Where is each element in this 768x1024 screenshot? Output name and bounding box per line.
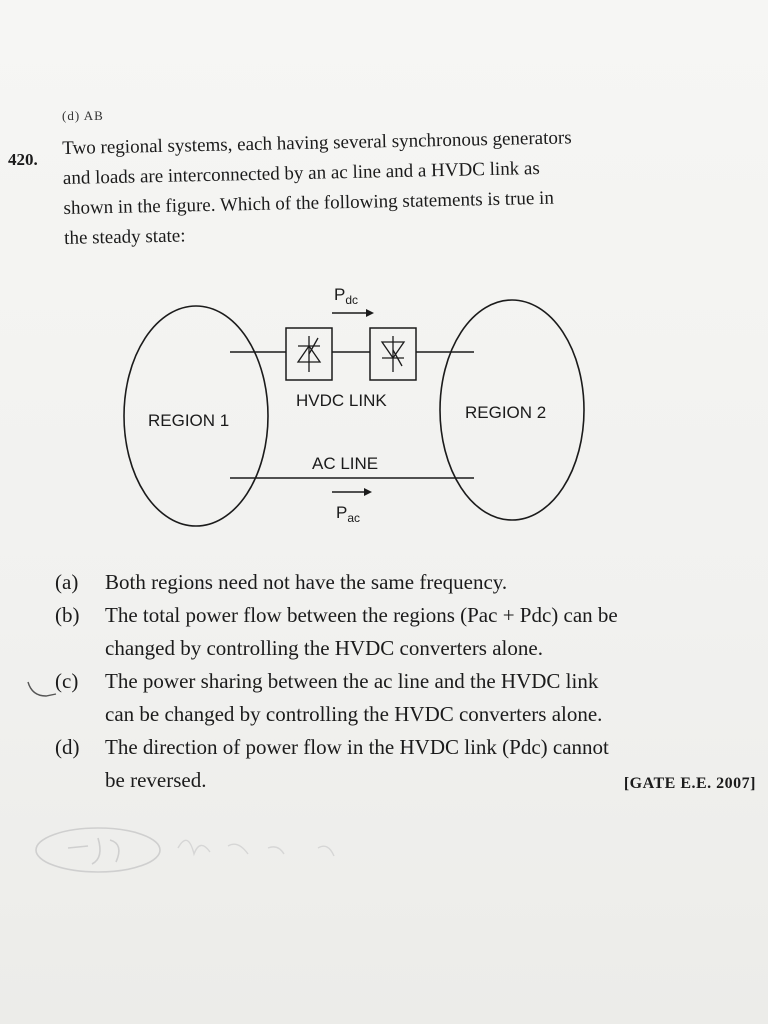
option-letter: (a) bbox=[55, 570, 79, 594]
region1-label: REGION 1 bbox=[148, 411, 229, 430]
pac-label: Pac bbox=[336, 503, 360, 525]
option-line: be reversed. bbox=[105, 768, 207, 792]
question-number: 420. bbox=[8, 150, 38, 169]
region2-ellipse bbox=[439, 299, 585, 521]
pencil-check-icon bbox=[27, 681, 57, 697]
option-line: can be changed by controlling the HVDC c… bbox=[105, 702, 603, 726]
option-letter: (c) bbox=[55, 669, 79, 693]
option-line: changed by controlling the HVDC converte… bbox=[105, 636, 543, 660]
thyristor-icon bbox=[380, 336, 406, 372]
region1-ellipse bbox=[123, 305, 269, 527]
source-citation: [GATE E.E. 2007] bbox=[623, 775, 756, 792]
pac-arrowhead bbox=[364, 488, 372, 496]
pdc-label: Pdc bbox=[334, 285, 358, 307]
option-letter: (b) bbox=[55, 603, 80, 627]
option-d: (d) The direction of power flow in the H… bbox=[55, 731, 760, 797]
option-line: The power sharing between the ac line an… bbox=[105, 669, 599, 693]
rectifier-box bbox=[285, 327, 333, 381]
option-line: The direction of power flow in the HVDC … bbox=[105, 735, 609, 759]
ac-line-label: AC LINE bbox=[312, 454, 378, 473]
thyristor-icon bbox=[296, 336, 322, 372]
option-line: The total power flow between the regions… bbox=[105, 603, 618, 627]
option-a: (a) Both regions need not have the same … bbox=[55, 566, 760, 599]
pdc-arrowhead bbox=[366, 309, 374, 317]
hvdc-ac-figure: Pdc HVDC LINK REGION 1 REGION 2 AC LINE … bbox=[118, 278, 598, 538]
option-letter: (d) bbox=[55, 735, 80, 759]
option-c: (c) The power sharing between the ac lin… bbox=[55, 665, 760, 731]
inverter-box bbox=[369, 327, 417, 381]
pencil-scribble bbox=[35, 827, 335, 873]
answer-options: (a) Both regions need not have the same … bbox=[55, 566, 760, 797]
figure-svg: Pdc HVDC LINK REGION 1 REGION 2 AC LINE … bbox=[123, 285, 585, 527]
option-b: (b) The total power flow between the reg… bbox=[55, 599, 760, 665]
region2-label: REGION 2 bbox=[465, 403, 546, 422]
previous-option-fragment: (d) AB bbox=[62, 108, 104, 123]
option-line: Both regions need not have the same freq… bbox=[105, 570, 508, 594]
hvdc-link-label: HVDC LINK bbox=[296, 391, 387, 410]
question-text: Two regional systems, each having severa… bbox=[62, 120, 729, 254]
